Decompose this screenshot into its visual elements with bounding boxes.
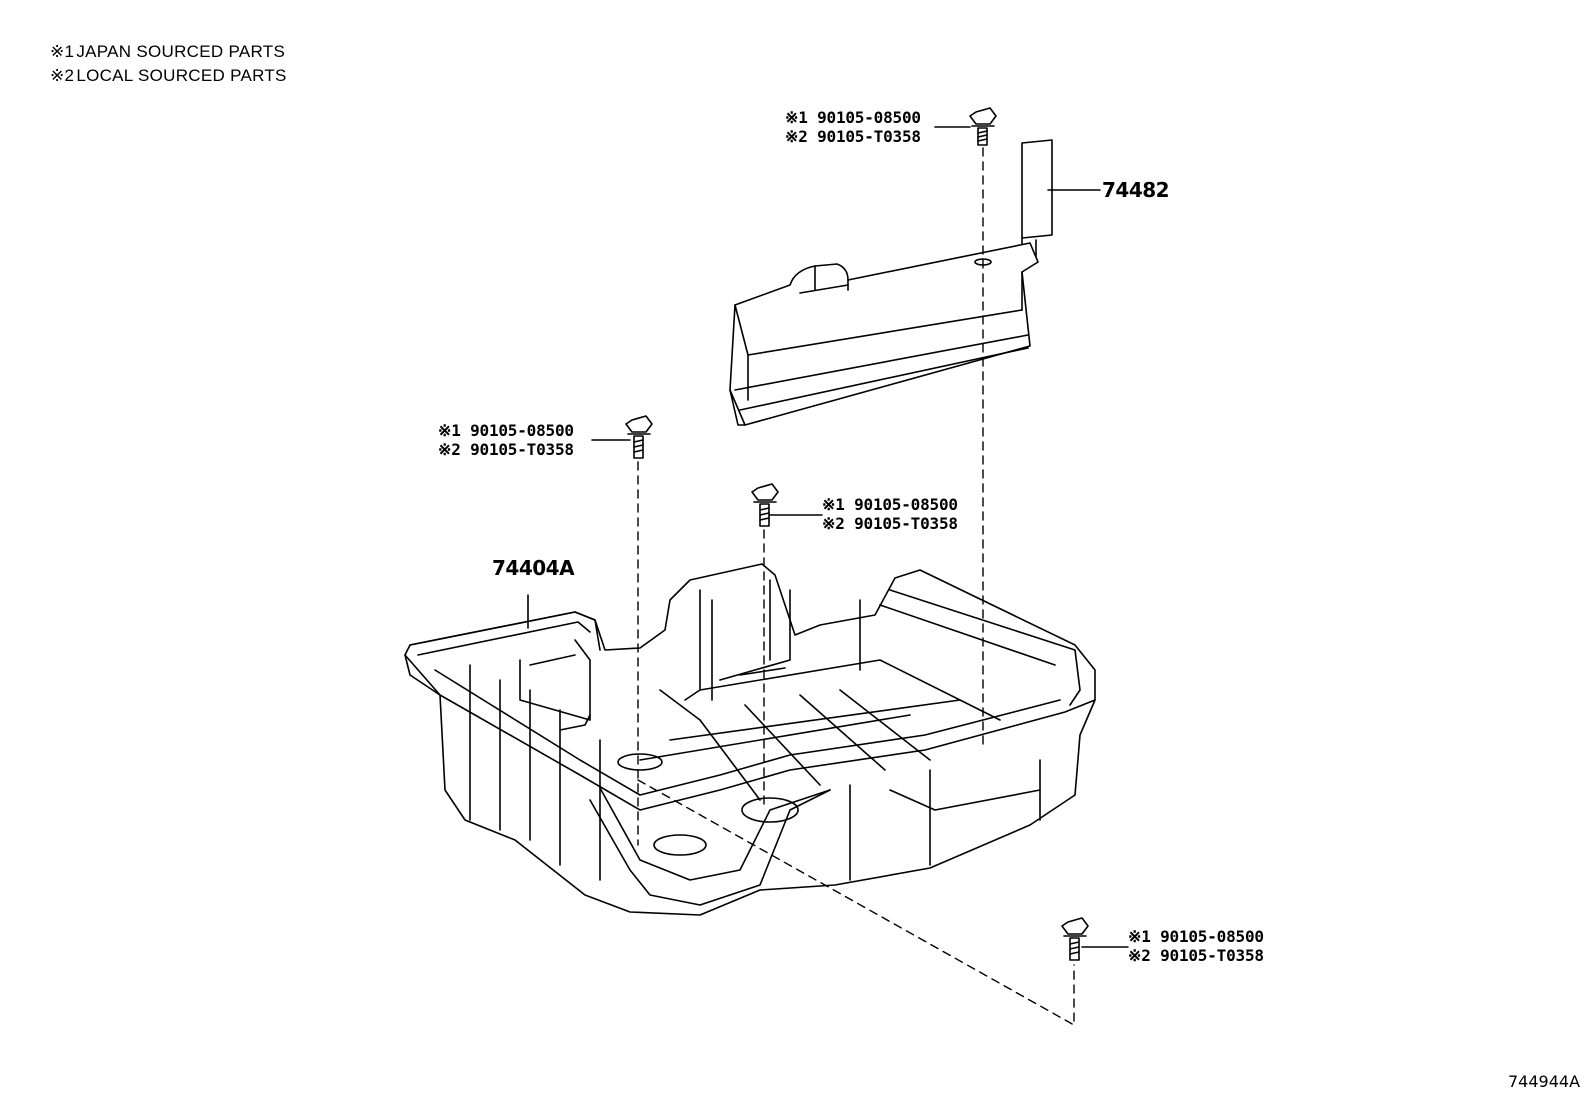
legend-mark: ※1 [50, 42, 75, 61]
legend-mark: ※2 [50, 66, 75, 85]
part-number-japan: ※1 90105-08500 [1128, 927, 1264, 946]
bolt-label-top-right[interactable]: ※1 90105-08500 ※2 90105-T0358 [785, 108, 921, 146]
legend-text: LOCAL SOURCED PARTS [76, 66, 287, 85]
part-number-japan: ※1 90105-08500 [822, 495, 958, 514]
part-number-local: ※2 90105-T0358 [1128, 946, 1264, 965]
part-number-local: ※2 90105-T0358 [785, 127, 921, 146]
bolt-left [625, 415, 653, 459]
part-number-japan: ※1 90105-08500 [438, 421, 574, 440]
assembly-dashed-lines [637, 147, 1075, 1026]
bolt-center [751, 483, 779, 527]
part-ref-74482[interactable]: 74482 [1102, 178, 1170, 202]
part-number-local: ※2 90105-T0358 [438, 440, 574, 459]
bolt-label-left[interactable]: ※1 90105-08500 ※2 90105-T0358 [438, 421, 574, 459]
bolt-top-right [969, 107, 997, 146]
bolt-bottom-right [1061, 917, 1089, 961]
illustration-id: 744944A [1508, 1072, 1581, 1091]
bolt-label-center[interactable]: ※1 90105-08500 ※2 90105-T0358 [822, 495, 958, 533]
part-ref-74404A[interactable]: 74404A [492, 556, 575, 580]
part-number-local: ※2 90105-T0358 [822, 514, 958, 533]
part-number-japan: ※1 90105-08500 [785, 108, 921, 127]
bracket-74482 [729, 139, 1053, 426]
tray-74404A [404, 563, 1096, 916]
legend-text: JAPAN SOURCED PARTS [76, 42, 286, 61]
bolt-label-bottom-right[interactable]: ※1 90105-08500 ※2 90105-T0358 [1128, 927, 1264, 965]
